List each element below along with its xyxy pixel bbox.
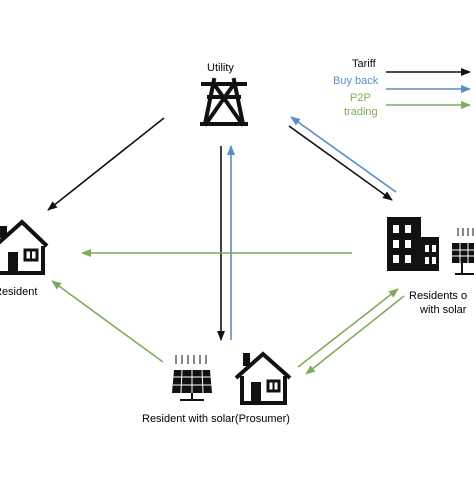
- arrow-prosumer-to-resident: [51, 280, 164, 363]
- arrow-residents-solar-to-utility: [290, 116, 397, 193]
- house-icon: [0, 219, 49, 275]
- resident-label: Resident: [0, 286, 38, 298]
- arrow-utility-to-resident: [47, 117, 165, 211]
- apartment-building-icon: [387, 217, 439, 271]
- solar-panel-icon: [172, 355, 212, 401]
- arrow-utility-to-residents-solar: [288, 125, 393, 201]
- legend-p2p-label-line2: trading: [344, 106, 378, 118]
- residents-solar-label-line2: with solar: [420, 304, 467, 316]
- legend-tariff-label: Tariff: [352, 58, 376, 70]
- prosumer-label: Resident with solar(Prosumer): [142, 413, 290, 425]
- arrow-residents-solar-to-prosumer: [305, 295, 405, 375]
- utility-label: Utility: [207, 62, 234, 74]
- legend-p2p-label: P2P: [350, 92, 371, 104]
- transmission-tower-icon: [200, 77, 248, 127]
- arrow-prosumer-to-residents-solar: [297, 288, 399, 368]
- house-icon: [234, 351, 292, 405]
- residents-solar-label-line1: Residents o: [409, 290, 468, 302]
- solar-panel-icon: [452, 228, 474, 275]
- legend-buyback-label: Buy back: [333, 75, 379, 87]
